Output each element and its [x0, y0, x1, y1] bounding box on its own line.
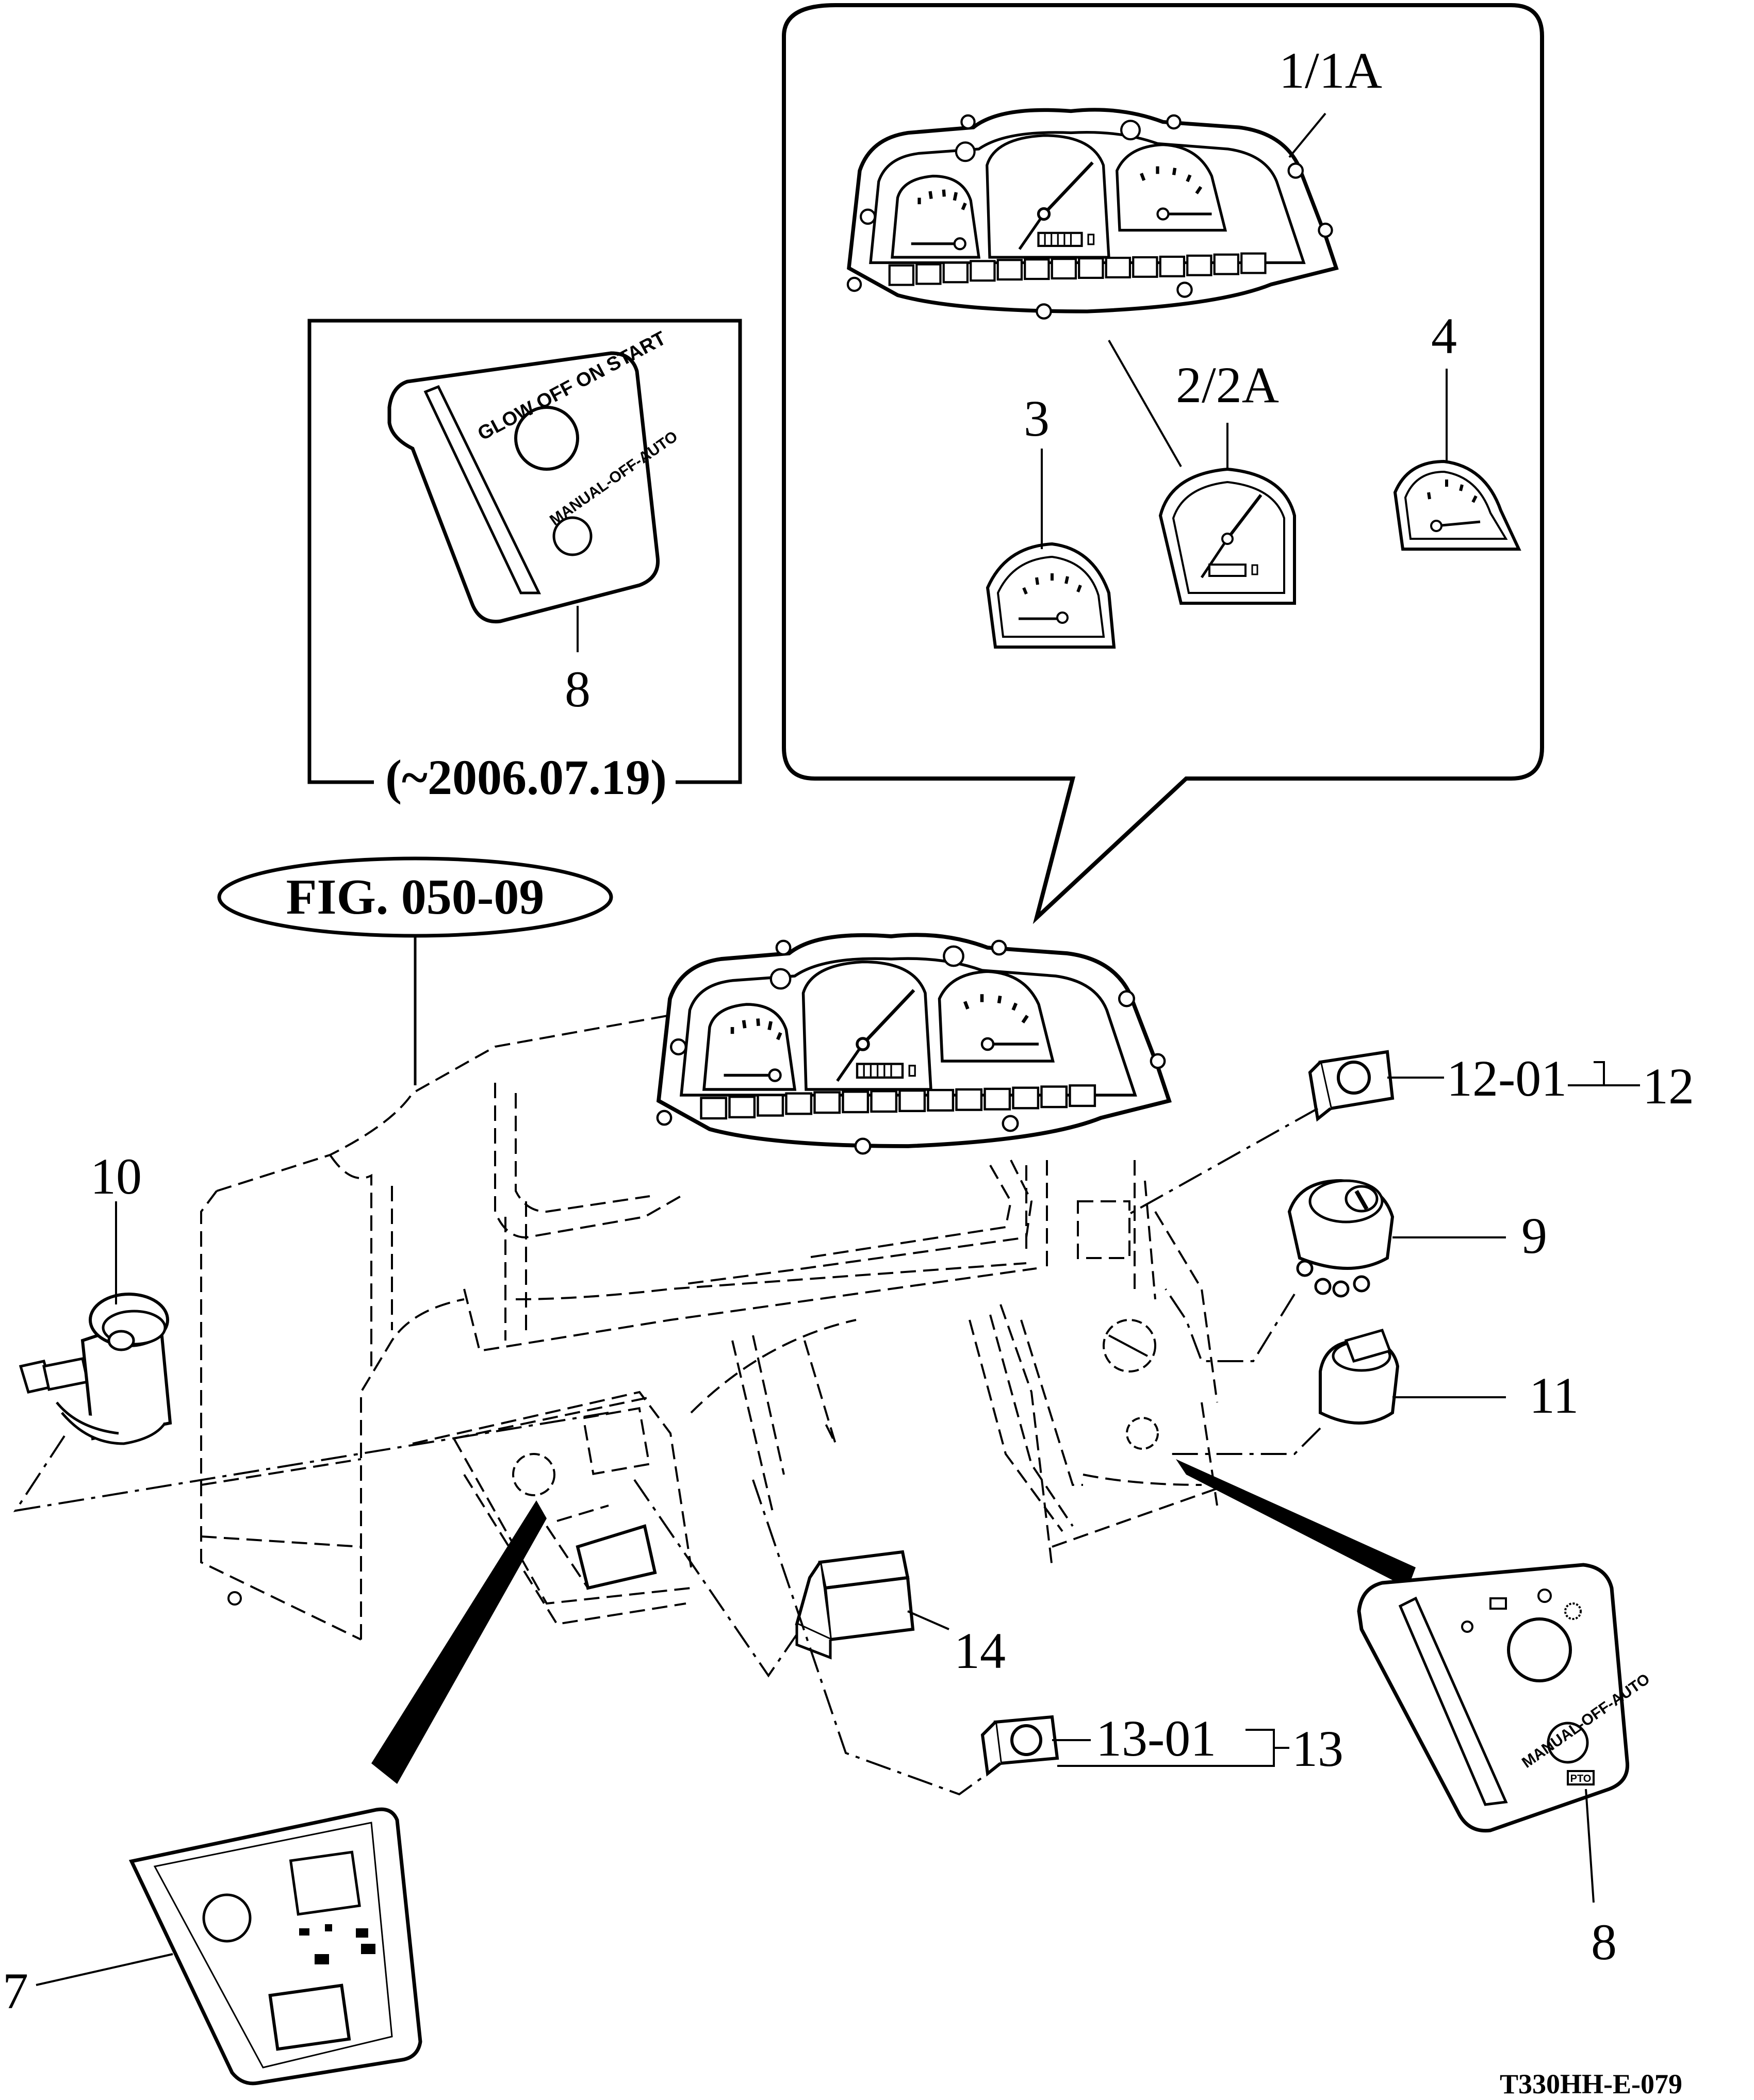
leader-wedge-7: [371, 1500, 547, 1784]
callout-11: 11: [1529, 1367, 1579, 1424]
callout-12-01: 12-01: [1447, 1050, 1567, 1107]
gauge-2-detail: [1158, 467, 1296, 605]
pto-label: PTO: [1570, 1773, 1592, 1784]
part-7-panel[interactable]: [128, 1807, 422, 2086]
callout-13-01: 13-01: [1096, 1710, 1216, 1767]
leader-wedge-8: [1176, 1459, 1416, 1588]
gauge-3-detail: [986, 542, 1116, 649]
callout-8-old: 8: [565, 660, 591, 718]
callout-2-2a: 2/2A: [1176, 356, 1279, 414]
callout-12: 12: [1643, 1057, 1694, 1115]
instrument-cluster-detail: [848, 110, 1336, 319]
callout-7: 7: [3, 1962, 28, 2020]
part-14-switch[interactable]: [795, 1550, 915, 1660]
gauge-4-detail: [1393, 459, 1521, 551]
callout-4: 4: [1431, 307, 1457, 365]
part-12-switch[interactable]: [1308, 1050, 1395, 1122]
fig-label: FIG. 050-09: [286, 869, 545, 925]
callout-10: 10: [90, 1148, 142, 1205]
callout-3: 3: [1024, 390, 1050, 447]
callout-13: 13: [1292, 1720, 1343, 1777]
drawing-code: T330HH-E-079: [1500, 2069, 1682, 2099]
part-10-switch[interactable]: [19, 1293, 172, 1445]
part-11-switch[interactable]: [1319, 1328, 1400, 1425]
instrument-cluster-1[interactable]: [658, 935, 1169, 1153]
part-13-switch[interactable]: [980, 1715, 1059, 1777]
callout-8-new: 8: [1591, 1913, 1617, 1971]
callout-1-1a: 1/1A: [1279, 42, 1382, 99]
inset-date: (~2006.07.19): [385, 750, 667, 805]
part-9-key-switch[interactable]: [1287, 1179, 1395, 1298]
dashboard-outline: [200, 1010, 1228, 1641]
part-8-panel[interactable]: MANUAL-OFF-AUTO PTO: [1357, 1563, 1653, 1833]
callout-9: 9: [1521, 1207, 1547, 1264]
callout-14: 14: [954, 1622, 1006, 1679]
